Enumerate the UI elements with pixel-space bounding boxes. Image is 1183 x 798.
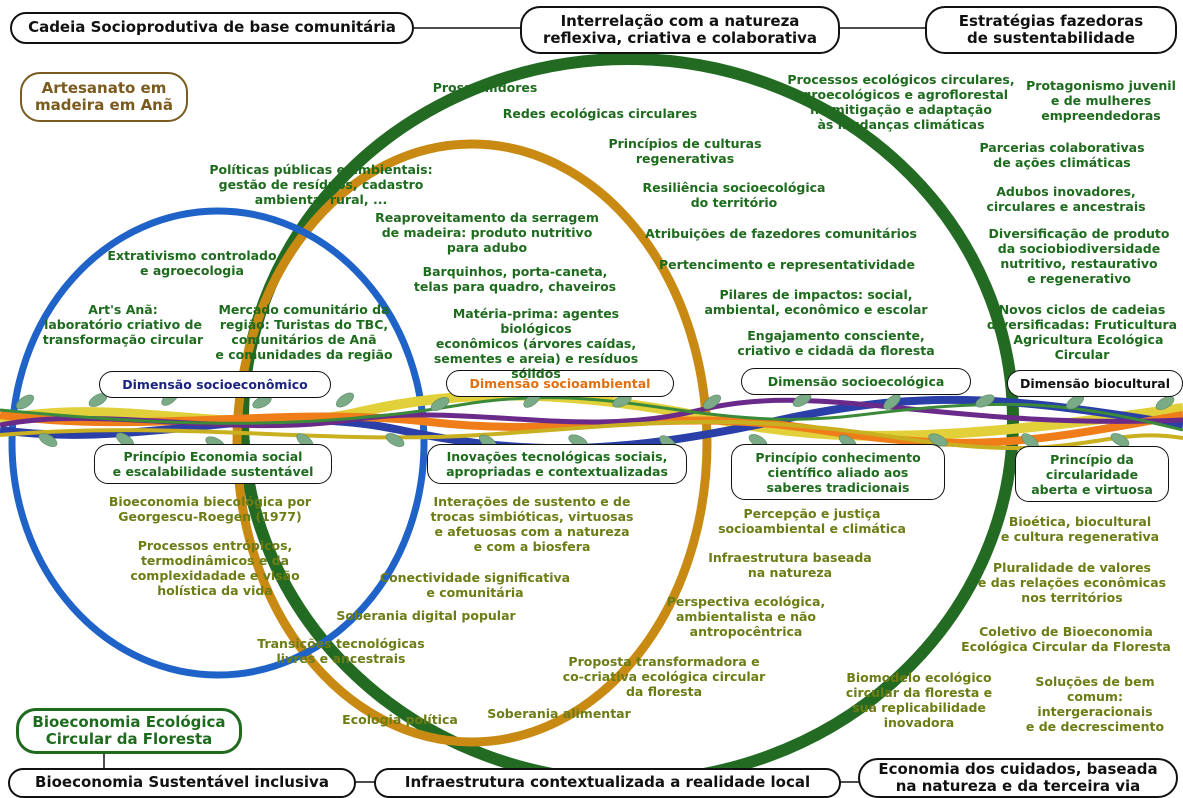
label-infraestrutura: Infraestrutura baseada na natureza	[708, 550, 872, 580]
footer-right-box: Economia dos cuidados, baseada na nature…	[858, 758, 1178, 798]
label-resiliencia: Resiliência socioecológica do território	[642, 180, 826, 210]
label-politicas: Políticas públicas e ambientais: gestão …	[209, 162, 433, 207]
header-title-box: Cadeia Socioprodutiva de base comunitári…	[10, 12, 414, 44]
label-coletivo: Coletivo de Bioeconomia Ecológica Circul…	[961, 624, 1171, 654]
label-protagonismo: Protagonismo juvenil e de mulheres empre…	[1026, 78, 1176, 123]
label-soberania-digital: Soberania digital popular	[336, 608, 516, 623]
label-bioetica: Bioética, biocultural e cultura regenera…	[1000, 514, 1160, 544]
footer-left-box: Bioeconomia Sustentável inclusiva	[8, 768, 356, 798]
footer-center-box: Infraestrutura contextualizada a realida…	[374, 768, 841, 798]
label-proposta: Proposta transformadora e co-criativa ec…	[562, 654, 766, 699]
footer-brand-box: Bioeconomia Ecológica Circular da Flores…	[16, 708, 242, 754]
label-perspectiva: Perspectiva ecológica, ambientalista e n…	[666, 594, 826, 639]
principle-circularidade: Princípio da circularidade aberta e virt…	[1015, 446, 1169, 502]
label-bioeconomia-geo: Bioeconomia biecológica por Georgescu-Ro…	[108, 494, 312, 524]
label-materia-prima: Matéria-prima: agentes biológicos econôm…	[433, 306, 639, 381]
dimension-socioecologica: Dimensão socioecológica	[741, 368, 971, 395]
principle-conhecimento: Princípio conhecimento científico aliado…	[731, 444, 945, 500]
orange-ellipse	[232, 139, 712, 747]
label-adubos: Adubos inovadores, circulares e ancestra…	[986, 184, 1146, 214]
label-barquinhos: Barquinhos, porta-caneta, telas para qua…	[413, 264, 617, 294]
vine-band	[0, 390, 1183, 453]
label-pertencimento: Pertencimento e representatividade	[659, 257, 915, 272]
label-biomodelo: Biomodelo ecológico circular da floresta…	[845, 670, 993, 730]
label-interacoes: Interações de sustento e de trocas simbi…	[430, 494, 634, 554]
label-mercado: Mercado comunitário da região: Turistas …	[215, 302, 393, 362]
label-novos-ciclos: Novos ciclos de cadeias diversificadas: …	[986, 302, 1178, 362]
label-prossumidores: Prossumidores	[432, 80, 538, 95]
dimension-socioeconomico: Dimensão socioeconômico	[99, 371, 331, 398]
dimension-biocultural: Dimensão biocultural	[1007, 370, 1183, 397]
label-processos-circulares: Processos ecológicos circulares, agroeco…	[787, 72, 1015, 132]
label-solucoes: Soluções de bem comum: intergeracionais …	[1025, 674, 1165, 734]
label-pluralidade: Pluralidade de valores e das relações ec…	[977, 560, 1167, 605]
label-conectividade: Conectividade significativa e comunitári…	[379, 570, 571, 600]
label-parcerias: Parcerias colaborativas de ações climáti…	[979, 140, 1145, 170]
subtitle-box: Artesanato em madeira em Anã	[20, 72, 188, 122]
label-arts-ana: Art's Anã: laboratório criativo de trans…	[42, 302, 204, 347]
label-ecologia-politica: Ecologia política	[342, 712, 458, 727]
label-diversificacao: Diversificação de produto da sociobiodiv…	[988, 226, 1170, 286]
label-transicoes: Transições tecnológicas livres e ancestr…	[257, 636, 425, 666]
label-soberania-alimentar: Soberania alimentar	[487, 706, 631, 721]
label-principios-culturas: Princípios de culturas regenerativas	[608, 136, 762, 166]
label-processos-entropicos: Processos entrópicos, termodinâmicos e d…	[130, 538, 300, 598]
label-atribuicoes: Atribuições de fazedores comunitários	[645, 226, 917, 241]
principle-economia-social: Princípio Economia social e escalabilida…	[94, 444, 332, 484]
label-engajamento: Engajamento consciente, criativo e cidad…	[737, 328, 935, 358]
header-center-box: Interrelação com a natureza reflexiva, c…	[520, 6, 840, 54]
label-pilares: Pilares de impactos: social, ambiental, …	[704, 287, 928, 317]
principle-inovacoes: Inovações tecnológicas sociais, apropria…	[427, 444, 687, 484]
label-redes: Redes ecológicas circulares	[502, 106, 698, 121]
label-reaproveitamento: Reaproveitamento da serragem de madeira:…	[375, 210, 599, 255]
header-right-box: Estratégias fazedoras de sustentabilidad…	[925, 6, 1177, 54]
blue-circle	[8, 207, 428, 679]
label-extrativismo: Extrativismo controlado e agroecologia	[107, 248, 277, 278]
label-percepcao: Percepção e justiça socioambiental e cli…	[718, 506, 906, 536]
dimension-socioambiental: Dimensão socioambiental	[446, 370, 674, 397]
